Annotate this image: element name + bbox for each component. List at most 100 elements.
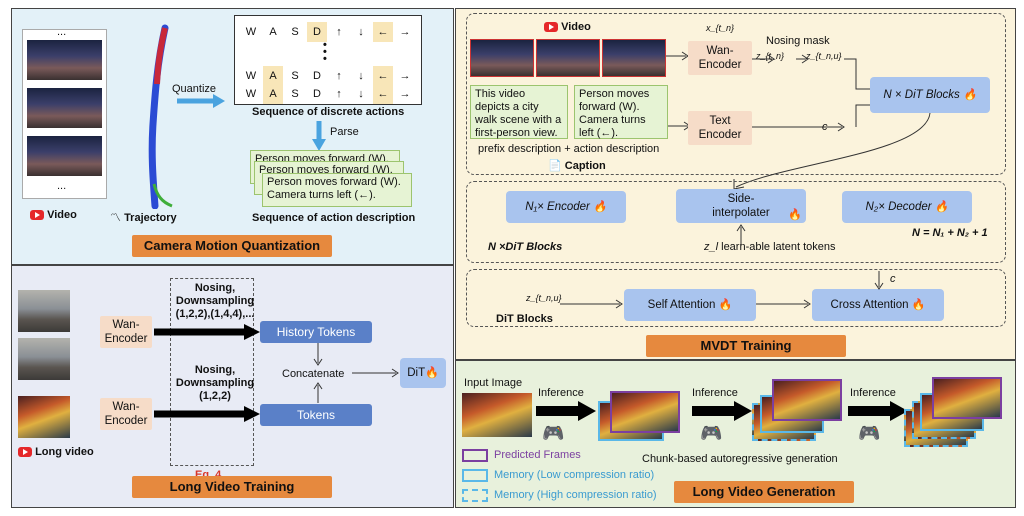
action-key: S (291, 26, 299, 38)
long-video-training-title: Long Video Training (132, 476, 332, 498)
legend-predicted: Predicted Frames (462, 449, 581, 462)
dots-top: ... (57, 26, 67, 38)
quantize-label: Quantize (172, 83, 217, 95)
arrow-to-tokens (154, 406, 260, 422)
long-video-label: Long video (18, 446, 94, 458)
document-icon: 📄 (548, 160, 562, 172)
action-key: S (291, 70, 299, 82)
c-label: c (822, 121, 828, 133)
camera-motion-title: Camera Motion Quantization (132, 235, 332, 257)
arrow-self-to-cross (756, 299, 811, 309)
legend-memory-high: Memory (High compression ratio) (462, 489, 657, 502)
flame-icon: 🔥 (425, 367, 439, 379)
gamepad-icon: 🎮 (858, 423, 881, 443)
dit-box: DiT🔥 (400, 358, 446, 388)
parse-arrow (312, 121, 326, 151)
gamepad-icon: 🎮 (700, 423, 723, 443)
flame-icon: 🔥 (593, 201, 607, 213)
mvdt-wan-encoder: Wan- Encoder (688, 41, 752, 75)
flame-icon: 🔥 (934, 201, 949, 213)
flame-icon: 🔥 (788, 209, 802, 221)
mvdt-panel: Video x_{t_n} Wan- Encoder Nosing mask z… (455, 8, 1016, 360)
caption-label: 📄 Caption (548, 160, 606, 172)
long-video-training-panel: Long video Wan- Encoder Wan- Encoder Nos… (11, 265, 454, 508)
arrow-to-dit (352, 368, 399, 378)
zl-label: z_l learn-able latent tokens (704, 241, 836, 253)
z-arrows (752, 54, 870, 90)
zl-arrow (736, 224, 746, 245)
long-video-frame-3 (18, 396, 70, 438)
action-key: ← (373, 84, 393, 104)
n-formula: N = N₁ + N₂ + 1 (912, 227, 988, 239)
concatenate-label: Concatenate (282, 368, 345, 380)
video-label: Video (544, 21, 591, 33)
action-key: ↓ (358, 26, 364, 38)
nosing-label-bottom: Nosing, Downsampling (1,2,2) (175, 364, 255, 402)
trajectory-icon: 〽 (110, 212, 121, 224)
chunk-1 (598, 387, 688, 447)
dit-blocks-label: DiT Blocks (496, 313, 553, 325)
tokens-box: Tokens (260, 404, 372, 426)
action-key: ← (373, 66, 393, 86)
predicted-frame (772, 379, 842, 421)
desc-front-2: Camera turns left (←). (267, 189, 376, 201)
video-frame (27, 88, 102, 128)
arrow-to-history (154, 324, 260, 340)
quantize-arrow (177, 94, 225, 108)
downsampling-dashed-box (170, 278, 254, 466)
video-frame (27, 136, 102, 176)
dit-blocks-dashed-box (466, 181, 1006, 263)
chunk-desc: Chunk-based autoregressive generation (642, 453, 838, 465)
self-attention-box: Self Attention 🔥 (624, 289, 756, 321)
action-key: ↓ (358, 88, 364, 100)
action-key: A (263, 84, 283, 104)
long-video-frame-2 (18, 338, 70, 380)
vertical-dots: ••• (323, 39, 327, 65)
legend-trajectory: 〽 Trajectory (110, 212, 177, 224)
inference-arrow-2 (692, 401, 752, 421)
arrow-video-to-wan (666, 51, 689, 61)
chunk-2 (752, 375, 852, 447)
mvdt-frame-3 (602, 39, 666, 77)
action-key: D (313, 88, 321, 100)
dots-bottom: ... (57, 180, 67, 192)
predicted-swatch (462, 449, 488, 462)
action-key: A (269, 26, 277, 38)
action-key: → (399, 70, 411, 82)
action-key: D (313, 70, 321, 82)
flame-icon: 🔥 (962, 89, 977, 101)
caption-dashed-box (466, 13, 1006, 175)
action-key: A (263, 66, 283, 86)
action-key: W (245, 88, 257, 100)
long-video-gen-title: Long Video Generation (674, 481, 854, 503)
legend-memory-low: Memory (Low compression ratio) (462, 469, 654, 482)
gamepad-icon: 🎮 (542, 423, 565, 443)
predicted-frame (610, 391, 680, 433)
prefix-caption-label: prefix description + action description (478, 143, 660, 155)
mvdt-frame-1 (470, 39, 534, 77)
xtn-label: x_{t_n} (706, 23, 735, 33)
n-dit-blocks-box: N × DiT Blocks 🔥 (870, 77, 990, 113)
mvdt-frame-2 (536, 39, 600, 77)
action-key: ↑ (336, 70, 342, 82)
action-key: ← (373, 22, 393, 42)
youtube-icon (30, 210, 44, 221)
long-video-gen-panel: Input Image Inference 🎮 Inference 🎮 Infe… (455, 360, 1016, 508)
nosing-label-top: Nosing, Downsampling (1,2,2),(1,4,4),... (175, 282, 255, 320)
inference-label-3: Inference (850, 387, 896, 399)
action-key: D (307, 22, 327, 42)
n2-decoder-box: N₂× Decoder 🔥 (842, 191, 972, 223)
video-phone: ... ... (22, 26, 107, 199)
attention-dashed-box (466, 269, 1006, 327)
inference-arrow-3 (848, 401, 908, 421)
trajectory-curve (148, 24, 173, 209)
long-video-frame-1 (18, 290, 70, 332)
z-tnu-attn-label: z_{t_n,u} (526, 293, 562, 303)
memory-low-swatch (462, 469, 488, 482)
video-frame (27, 40, 102, 80)
predicted-frame (932, 377, 1002, 419)
desc-front-1: Person moves forward (W). (267, 176, 401, 188)
